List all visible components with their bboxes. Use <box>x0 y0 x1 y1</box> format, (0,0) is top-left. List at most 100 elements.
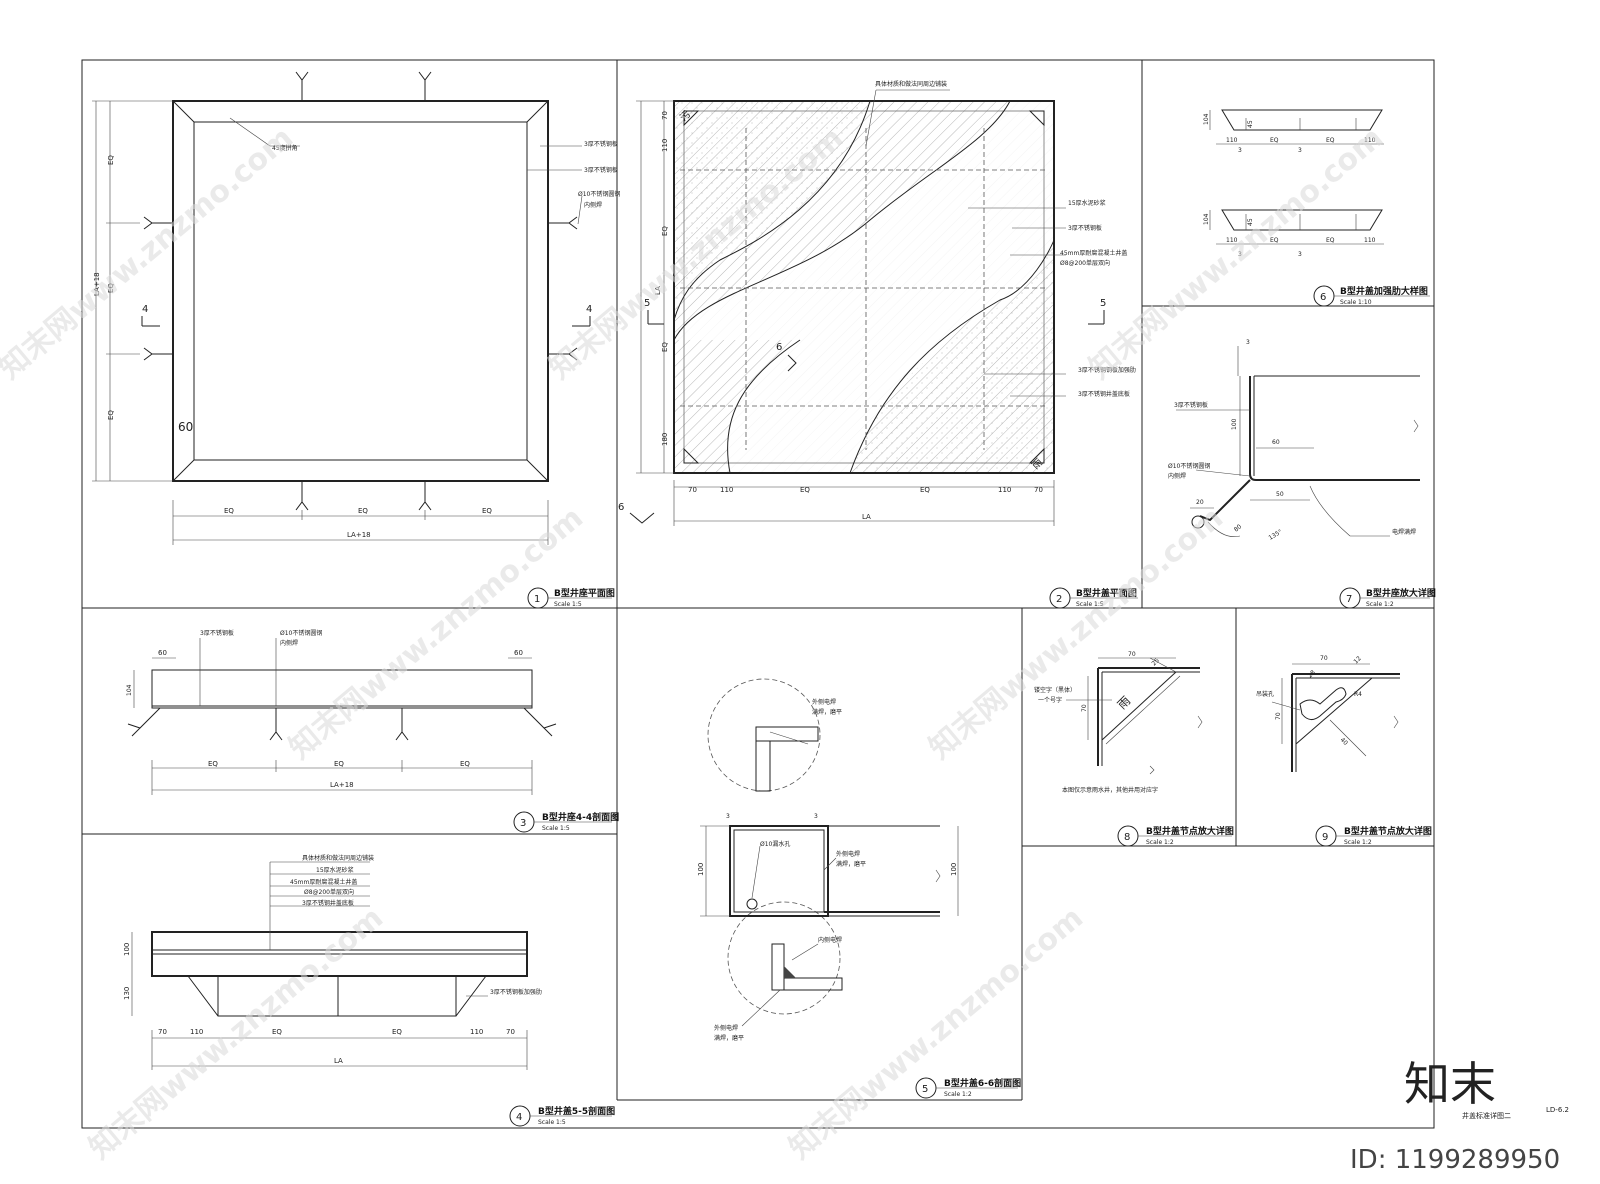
p2-sec-6-bottom: 6 <box>618 502 624 513</box>
p5-note-int-weld: 内侧电焊 <box>818 936 842 944</box>
panel-4-section-5-5 <box>131 861 528 1070</box>
title-5-num: 5 <box>922 1084 928 1095</box>
p4-dim-70b: 70 <box>506 1028 515 1036</box>
p1-dim-la18-v: LA+18 <box>93 272 101 296</box>
p2-dim-70a: 70 <box>688 486 697 494</box>
title-7-scale: Scale 1:2 <box>1366 601 1394 608</box>
title-3: 3 B型井座4-4剖面图 Scale 1:5 <box>513 811 619 833</box>
title-9-text: B型井盖节点放大详图 <box>1344 825 1432 837</box>
title-1-scale: Scale 1:5 <box>554 601 582 608</box>
p6-dim-eq-b: EQ <box>1326 137 1335 144</box>
title-6-text: B型井盖加强肋大样图 <box>1340 285 1428 297</box>
p5-note-fullweld-b: 满焊，磨平 <box>836 860 866 868</box>
title-3-text: B型井座4-4剖面图 <box>542 811 619 823</box>
p1-dim-eq-3: EQ <box>482 507 492 515</box>
title-6-scale: Scale 1:10 <box>1340 299 1372 306</box>
p7-note-plate: 3厚不锈钢板 <box>1174 401 1208 409</box>
p2-note-rib: 3厚不锈钢钢板加强肋 <box>1078 366 1136 374</box>
p2-dim-110b: 110 <box>998 486 1011 494</box>
p7-dim-100: 100 <box>1231 418 1238 430</box>
p4-dim-eq-b: EQ <box>392 1028 402 1036</box>
panel-2-cover-plan <box>629 89 1105 526</box>
p8-dim-25: 25 <box>1150 657 1160 667</box>
title-8: 8 B型井盖节点放大详图 Scale 1:2 <box>1117 825 1234 847</box>
p6-dim-eq-a: EQ <box>1270 137 1279 144</box>
watermark-3: 知末网www.znzmo.com <box>1083 120 1390 386</box>
panel-6-rib-detail <box>1209 109 1384 245</box>
p8-note-rain: 本图仅示意雨水井，其他井用对应字 <box>1062 786 1158 794</box>
p2-dim-110a: 110 <box>720 486 733 494</box>
p4-dim-la: LA <box>334 1057 343 1065</box>
watermark-5: 知末网www.znzmo.com <box>923 500 1230 766</box>
title-5-text: B型井盖6-6剖面图 <box>944 1077 1021 1089</box>
p6-dim-110a: 110 <box>1226 137 1238 144</box>
p4-dim-100: 100 <box>123 943 131 956</box>
p6-dim-3b: 3 <box>1298 147 1302 154</box>
p2-vdim-110: 110 <box>661 139 669 152</box>
p9-dim-70: 70 <box>1320 655 1328 662</box>
watermark-6: 知末网www.znzmo.com <box>83 900 390 1166</box>
title-8-num: 8 <box>1124 832 1130 843</box>
p2-note-plate: 3厚不锈钢板 <box>1068 224 1102 232</box>
p5-dim-100b: 100 <box>950 863 958 876</box>
p1-dim-eq-v1: EQ <box>107 155 115 165</box>
title-9-scale: Scale 1:2 <box>1344 839 1372 846</box>
title-3-scale: Scale 1:5 <box>542 825 570 832</box>
p8-note-size: 一个号字 <box>1038 696 1062 704</box>
p7-dim-60: 60 <box>1272 439 1280 446</box>
brand-logo: 知末 <box>1404 1057 1496 1111</box>
title-2-text: B型井盖平面图 <box>1076 587 1137 599</box>
panel-7-seat-detail <box>1176 346 1420 537</box>
p6-dim-h2: 104 <box>1203 213 1210 225</box>
p8-dim-70v: 70 <box>1081 704 1088 712</box>
p5-note-ext-weld-c: 外侧电焊 <box>714 1024 738 1032</box>
title-7: 7 B型井座放大详图 Scale 1:2 <box>1339 587 1436 609</box>
title-6-num: 6 <box>1320 292 1326 303</box>
p2-vdim-eq2: EQ <box>661 342 669 352</box>
image-id: ID: 1199289950 <box>1350 1145 1560 1175</box>
p6-dim-110b: 110 <box>1364 137 1376 144</box>
p1-dim-60: 60 <box>178 420 193 434</box>
p3-note-plate: 3厚不锈钢板 <box>200 629 234 637</box>
p6-dim-110d: 110 <box>1364 237 1376 244</box>
sheet-title: 井盖标准详图二 <box>1462 1111 1511 1120</box>
p6-dim-45a: 45 <box>1247 120 1254 128</box>
p2-note-concrete: 45mm厚耐腐混凝土井盖 <box>1060 249 1127 257</box>
title-1-text: B型井座平面图 <box>554 587 615 599</box>
p4-note-concrete: 45mm厚耐腐混凝土井盖 <box>290 878 357 886</box>
p4-dim-130: 130 <box>123 987 131 1000</box>
title-9-num: 9 <box>1322 832 1328 843</box>
p4-note-rebar: Ø8@200单层双向 <box>304 888 354 896</box>
p7-dim-20: 20 <box>1196 499 1204 506</box>
title-4-scale: Scale 1:5 <box>538 1119 566 1126</box>
panel-8-node-detail <box>1066 657 1203 775</box>
title-2-num: 2 <box>1056 594 1062 605</box>
p7-dim-80: 80 <box>1233 523 1243 533</box>
p9-note-hole: 吊装孔 <box>1256 690 1274 698</box>
title-4-num: 4 <box>516 1112 522 1123</box>
p8-glyph: 雨 <box>1115 694 1133 712</box>
p1-dim-eq-v3: EQ <box>107 410 115 420</box>
title-4-text: B型井盖5-5剖面图 <box>538 1105 615 1117</box>
p1-note-plate-a: 3厚不锈钢板 <box>584 140 618 148</box>
p1-sec-4-left: 4 <box>142 304 148 315</box>
panel-5-section-6-6 <box>700 678 959 1027</box>
p1-note-plate-b: 3厚不锈钢板 <box>584 166 618 174</box>
p3-note-weld: 内侧焊 <box>280 639 298 647</box>
p7-dim-135: 135° <box>1268 528 1284 541</box>
panel-1-plan <box>92 71 591 545</box>
p5-dim-3b: 3 <box>814 813 818 820</box>
p9-dim-28: 28 <box>1306 669 1316 679</box>
p6-dim-h1: 104 <box>1203 113 1210 125</box>
title-1-num: 1 <box>534 594 540 605</box>
sheet-frame <box>81 59 1435 1129</box>
p6-dim-3c: 3 <box>1238 251 1242 258</box>
p2-note-mortar: 15厚水泥砂浆 <box>1068 199 1106 207</box>
title-3-num: 3 <box>520 818 526 829</box>
p2-vdim-eq1: EQ <box>661 226 669 236</box>
panel-3-section-4-4 <box>127 638 557 795</box>
p3-dim-104: 104 <box>126 684 133 696</box>
p3-dim-la18: LA+18 <box>330 781 354 789</box>
p4-note-base: 3厚不锈钢井盖底板 <box>302 899 354 907</box>
p7-dim-3: 3 <box>1246 339 1250 346</box>
